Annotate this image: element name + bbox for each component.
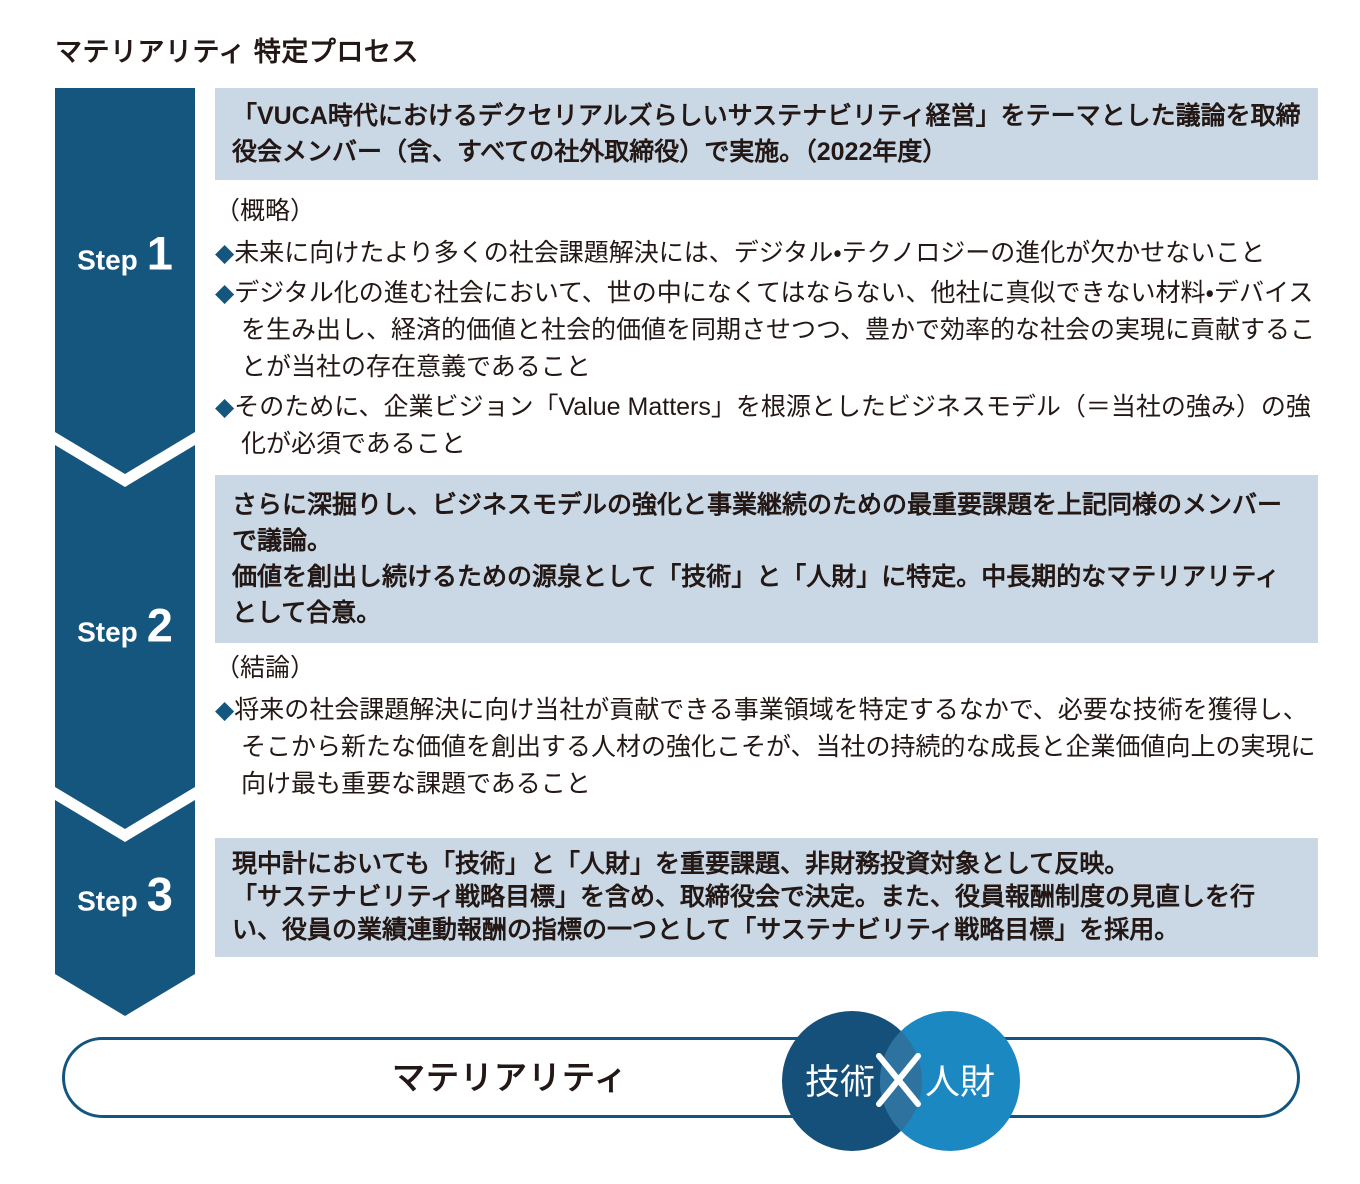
step3-header-text-2: 「サステナビリティ戦略目標」を含め、取締役会で決定。また、役員報酬制度の見直しを…	[232, 883, 1256, 944]
bullet-diamond-icon: ◆	[215, 239, 235, 267]
step1-header-box: 「VUCA時代におけるデクセリアルズらしいサステナビリティ経営」をテーマとした議…	[215, 88, 1318, 180]
bullet-diamond-icon: ◆	[215, 279, 235, 307]
step2-label-number: 2	[146, 598, 173, 652]
step1-bullet-3-text: そのために、企業ビジョン「Value Matters」を根源としたビジネスモデル…	[234, 393, 1311, 458]
step1-header-text: 「VUCA時代におけるデクセリアルズらしいサステナビリティ経営」をテーマとした議…	[232, 102, 1301, 166]
step2-chevron-icon	[55, 445, 195, 829]
step2-body: （結論） ◆将来の社会課題解決に向け当社が貢献できる事業領域を特定するなかで、必…	[215, 650, 1327, 806]
materiality-band	[62, 1037, 1300, 1118]
step3-chevron-icon	[55, 800, 195, 1016]
venn-left-label: 技術	[805, 1063, 875, 1102]
step2-bullet-1-text: 将来の社会課題解決に向け当社が貢献できる事業領域を特定するなかで、必要な技術を獲…	[234, 696, 1316, 798]
step1-bullet-2: ◆デジタル化の進む社会において、世の中になくてはならない、他社に真似できない材料…	[215, 275, 1327, 386]
step2-header-text-1: さらに深掘りし、ビジネスモデルの強化と事業継続のための最重要課題を上記同様のメン…	[232, 491, 1283, 555]
step2-header-text-2: 価値を創出し続けるための源泉として「技術」と「人財」に特定。中長期的なマテリアリ…	[232, 563, 1280, 627]
technology-circle	[782, 1011, 922, 1151]
technology-talent-venn: 技術 人財	[782, 1011, 1020, 1151]
step3-header-box: 現中計においても「技術」と「人財」を重要課題、非財務投資対象として反映。 「サス…	[215, 838, 1318, 957]
step2-header-box: さらに深掘りし、ビジネスモデルの強化と事業継続のための最重要課題を上記同様のメン…	[215, 475, 1318, 643]
venn-right-label: 人財	[925, 1063, 995, 1102]
step2-label-prefix: Step	[77, 616, 138, 648]
step2-bullet-1: ◆将来の社会課題解決に向け当社が貢献できる事業領域を特定するなかで、必要な技術を…	[215, 692, 1327, 803]
bullet-diamond-icon: ◆	[215, 393, 235, 421]
step1-bullet-1-text: 未来に向けたより多くの社会課題解決には、デジタル・テクノロジーの進化が欠かせない…	[234, 239, 1266, 267]
step1-bullet-3: ◆そのために、企業ビジョン「Value Matters」を根源としたビジネスモデ…	[215, 389, 1327, 463]
materiality-band-label: マテリアリティ	[391, 1059, 629, 1096]
step1-chevron-icon	[55, 88, 195, 474]
step3-label-number: 3	[146, 867, 173, 921]
step1-body: （概略） ◆未来に向けたより多くの社会課題解決には、デジタル・テクノロジーの進化…	[215, 193, 1327, 466]
step1-label-prefix: Step	[77, 244, 138, 276]
step3-header-text-1: 現中計においても「技術」と「人財」を重要課題、非財務投資対象として反映。	[232, 850, 1130, 878]
talent-circle	[880, 1011, 1020, 1151]
page-title: マテリアリティ 特定プロセス	[55, 37, 419, 67]
step2-body-caption: （結論）	[215, 654, 316, 682]
cross-multiply-icon	[876, 1053, 921, 1107]
step1-label-number: 1	[146, 226, 173, 280]
step1-bullet-2-text: デジタル化の進む社会において、世の中になくてはならない、他社に真似できない材料・…	[234, 279, 1316, 381]
bullet-diamond-icon: ◆	[215, 696, 235, 724]
step3-label-prefix: Step	[77, 885, 138, 917]
step1-body-caption: （概略）	[215, 197, 316, 225]
step1-bullet-1: ◆未来に向けたより多くの社会課題解決には、デジタル・テクノロジーの進化が欠かせな…	[215, 235, 1327, 272]
step-chevrons-graphic	[55, 88, 195, 1016]
